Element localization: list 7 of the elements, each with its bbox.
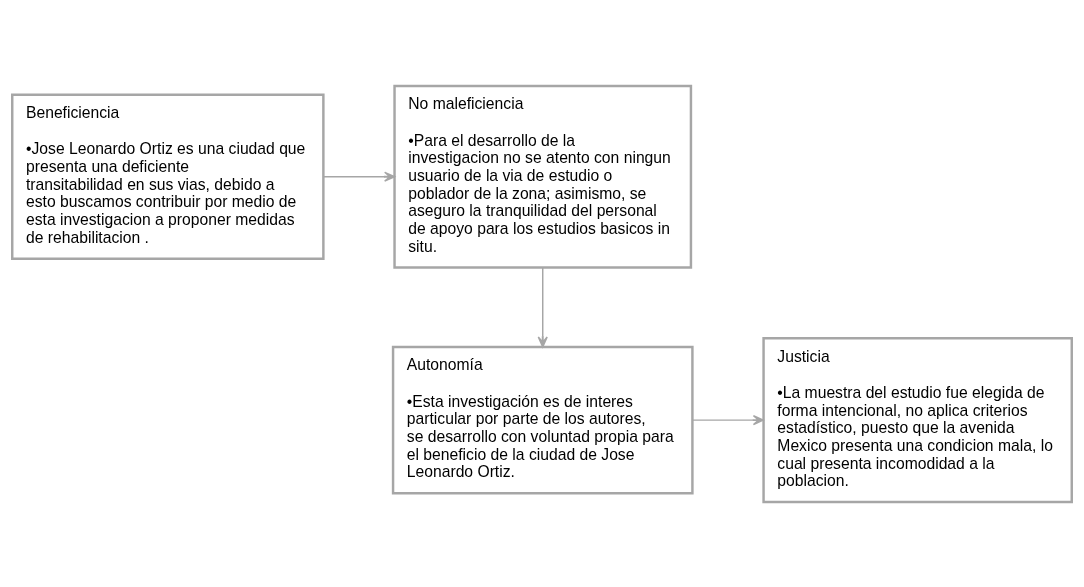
node-box: Justicia •La muestra del estudio fue elegida de forma intencional, no aplica criterios estadístico, puesto que la avenida Mexico presenta una condicion mala, lo cual presenta incomodidad a la poblacion. xyxy=(762,336,1073,503)
arrow xyxy=(691,414,765,425)
arrow xyxy=(537,266,548,348)
node-box: Beneficiencia •Jose Leonardo Ortiz es una ciudad que presenta una deficiente transitabilidad en sus vias, debido a esto buscamos contribuir por medio de esta investigacion a proponer medidas de rehabilitacion . xyxy=(11,93,325,260)
arrow xyxy=(322,171,396,182)
node-box: Autonomía •Esta investigación es de interes particular por parte de los autores, se desarrollo con voluntad propia para el beneficio de la ciudad de Jose Leonardo Ortiz. xyxy=(391,345,694,494)
node-box: No maleficiencia •Para el desarrollo de la investigacion no se atento con ningun usuario de la via de estudio o poblador de la zona; asimismo, se aseguro la tranquilidad del personal de apoyo para los estudios basicos in situ. xyxy=(393,84,693,269)
